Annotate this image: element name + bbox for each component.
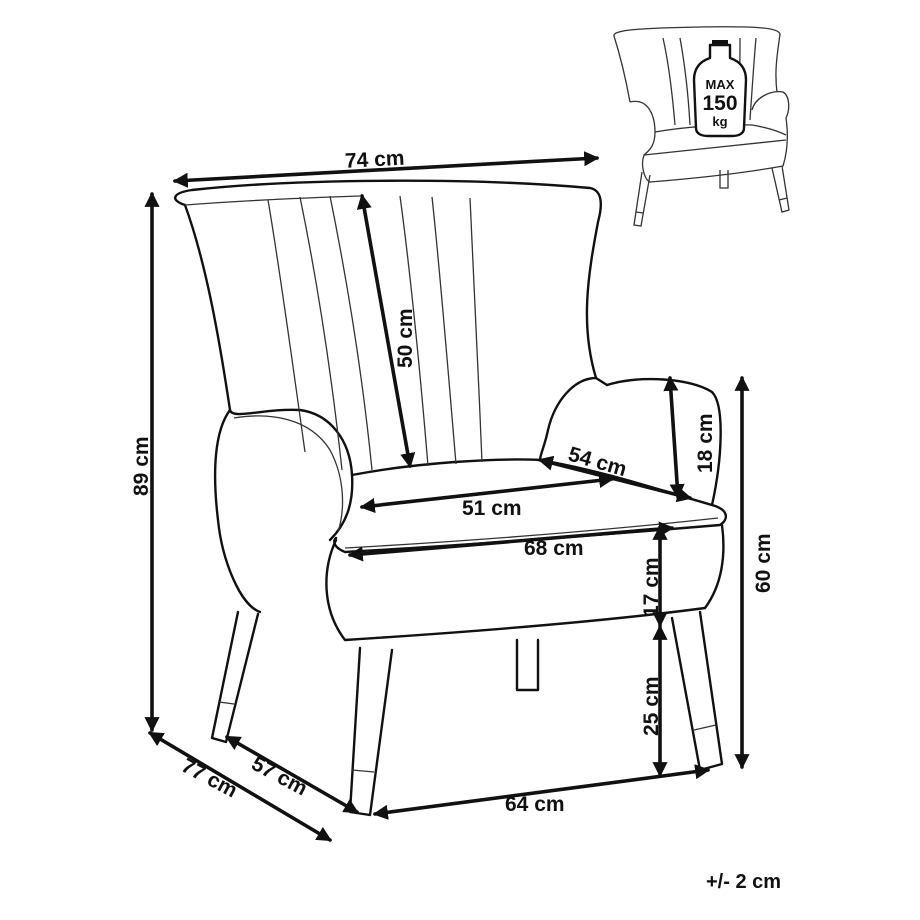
dim-line-back-height bbox=[356, 193, 416, 469]
label-total-depth: 77 cm bbox=[178, 754, 241, 802]
dim-line-seat-width bbox=[359, 472, 615, 514]
label-back-height: 50 cm bbox=[394, 308, 417, 368]
backrest-channels bbox=[267, 195, 483, 471]
chair-right-arm bbox=[538, 376, 722, 507]
badge-unit: kg bbox=[712, 114, 727, 129]
label-leg-depth: 57 cm bbox=[248, 752, 311, 800]
tolerance-note: +/- 2 cm bbox=[706, 871, 781, 893]
badge-value: 150 bbox=[702, 92, 737, 115]
bottle-cap-icon bbox=[712, 40, 728, 46]
label-leg-width: 64 cm bbox=[505, 793, 565, 816]
label-seat-thickness: 17 cm bbox=[640, 557, 663, 617]
thumbnail-chair bbox=[613, 26, 790, 227]
dim-line-front-width bbox=[347, 521, 675, 562]
dim-line-seat-depth bbox=[537, 455, 693, 503]
backrest-inner-edge bbox=[184, 195, 361, 206]
dim-line-width-top bbox=[172, 151, 600, 188]
left-arm-seam bbox=[233, 415, 344, 533]
dim-line-arm-height bbox=[663, 375, 685, 500]
label-front-width: 68 cm bbox=[524, 537, 584, 560]
label-arm-height: 18 cm bbox=[694, 413, 717, 473]
weight-limit-badge: MAX 150 kg bbox=[692, 40, 748, 138]
chair-base-front bbox=[325, 523, 725, 642]
chair-backrest bbox=[174, 179, 609, 412]
label-leg-height: 25 cm bbox=[640, 676, 663, 736]
dim-line-leg-depth bbox=[225, 735, 359, 814]
label-width-top: 74 cm bbox=[344, 147, 405, 173]
label-total-height: 89 cm bbox=[130, 436, 153, 496]
badge-max: MAX bbox=[706, 77, 735, 92]
dimension-lines bbox=[144, 151, 750, 842]
label-arm-to-floor: 60 cm bbox=[752, 533, 775, 593]
label-seat-width: 51 cm bbox=[462, 497, 522, 520]
chair-left-arm bbox=[213, 408, 354, 614]
dim-line-leg-width bbox=[372, 764, 711, 820]
